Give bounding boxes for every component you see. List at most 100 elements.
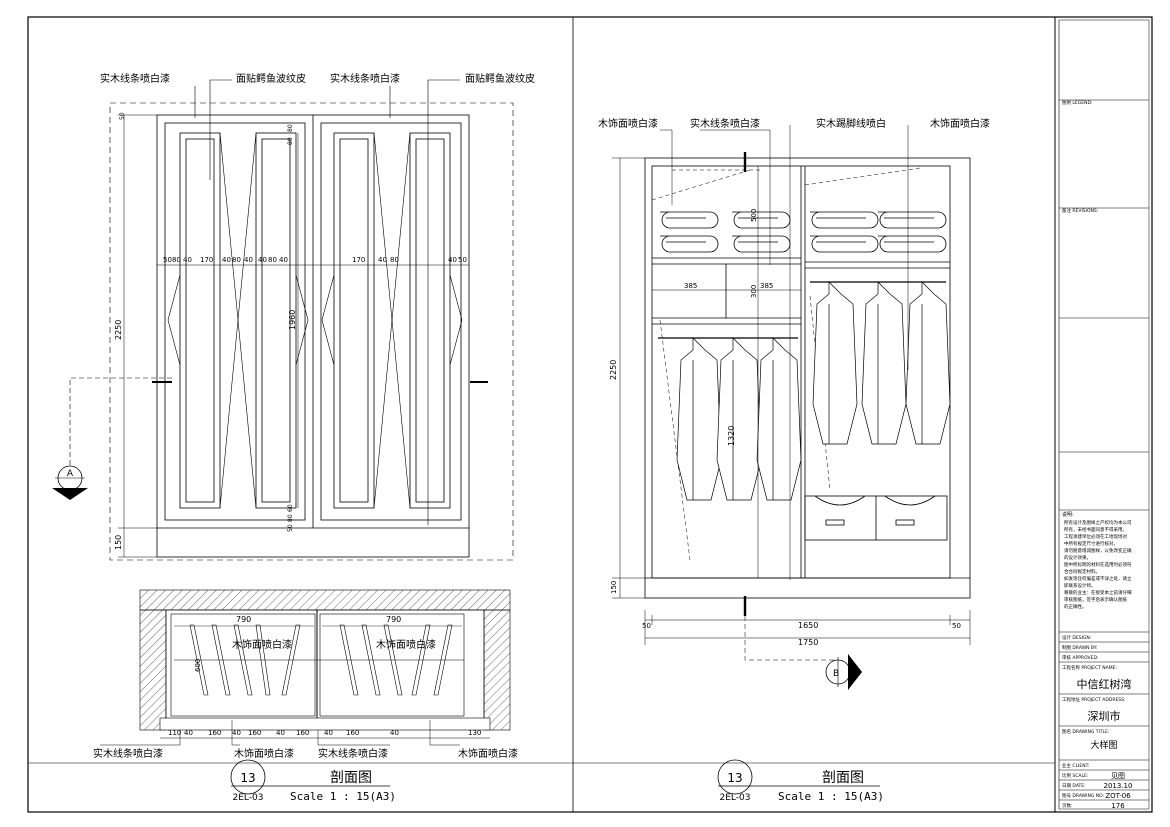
section-marker-a-label: A [67,469,74,479]
svg-text:50: 50 [119,112,126,120]
right-callout-3: 实木踢脚线喷白 [816,117,886,130]
right-side-50a: 50 [642,622,651,630]
left-title-number: 13 [240,771,255,785]
titleblock [1059,19,1150,810]
svg-text:80: 80 [232,256,241,264]
plan-callout-bottom-3: 实木线条喷白漆 [318,747,388,760]
right-height-base: 150 [610,581,618,594]
left-title-name: 剖面图 [330,770,372,786]
left-plan [100,589,511,746]
svg-text:40: 40 [222,256,231,264]
svg-text:40: 40 [183,256,192,264]
right-dim-300: 300 [750,285,758,298]
svg-text:图名 DRAWING TITLE:: 图名 DRAWING TITLE: [1062,728,1109,735]
svg-text:合合同规定材料。: 合合同规定材料。 [1064,568,1100,575]
svg-text:170: 170 [352,256,365,264]
left-dim-bottom-small: 60 80 50 [287,504,294,532]
left-dim-row: 50 80 40 170 40 80 40 40 80 40 170 40 80… [163,256,467,264]
svg-text:图中所标明的材料在选用时必须符: 图中所标明的材料在选用时必须符 [1064,561,1132,568]
hanging-shirts [676,281,951,501]
scale-value: 见图 [1111,772,1125,780]
svg-text:80: 80 [268,256,277,264]
right-height-total: 2250 [609,360,618,380]
drawing-no-value: ZOT-06 [1105,792,1131,800]
svg-text:图例 LEGEND:: 图例 LEGEND: [1062,99,1092,106]
svg-text:80: 80 [287,137,294,145]
plan-callout-inner-1: 木饰面喷白漆 [232,638,292,651]
svg-text:所有设计及图样之产权均为本公司: 所有设计及图样之产权均为本公司 [1064,519,1132,526]
sheet-border [27,16,1153,813]
svg-text:说明:: 说明: [1062,511,1074,518]
right-callout-4: 木饰面喷白漆 [930,117,990,130]
date-value: 2013.10 [1104,782,1133,790]
right-width-total: 1750 [798,638,818,647]
left-callout-4: 面贴鳄鱼波纹皮 [465,72,535,85]
left-callout-2: 面贴鳄鱼波纹皮 [236,72,306,85]
right-title-scale: Scale 1 : 15(A3) [778,790,884,803]
left-title-scale: Scale 1 : 15(A3) [290,790,396,803]
project-address: 深圳市 [1088,709,1121,723]
svg-text:工程地址 PROJECT ADDRESS:: 工程地址 PROJECT ADDRESS: [1062,696,1126,703]
right-width-inner: 1650 [798,621,818,630]
svg-text:审核图纸，签字后表示确认图纸: 审核图纸，签字后表示确认图纸 [1064,596,1127,603]
left-height-mid: 1960 [288,310,297,330]
right-title: 13 2EL-03 剖面图 Scale 1 : 15(A3) [717,759,884,803]
right-dim-500: 500 [750,209,758,222]
svg-text:40: 40 [184,729,193,737]
svg-text:80: 80 [287,124,294,132]
left-dim-top-small: 50 80 80 [119,112,294,145]
svg-text:图号 DRAWING NO:: 图号 DRAWING NO: [1062,793,1104,799]
plan-width-1: 790 [236,615,251,624]
right-leaders [612,125,971,661]
svg-text:40: 40 [276,729,285,737]
svg-text:制图 DRAWN BY:: 制图 DRAWN BY: [1062,644,1097,651]
svg-text:60: 60 [287,504,294,512]
svg-text:比例 SCALE:: 比例 SCALE: [1062,772,1088,779]
svg-text:80: 80 [390,256,399,264]
svg-text:160: 160 [346,729,359,737]
left-elevation [69,79,514,561]
svg-text:尊敬的业主：在接受本之前请仔细: 尊敬的业主：在接受本之前请仔细 [1064,589,1132,596]
right-dim-385-b: 385 [760,282,773,290]
drawing-title: 大样图 [1090,739,1117,751]
right-side-50b: 50 [952,622,961,630]
svg-text:40: 40 [279,256,288,264]
left-title: 13 2EL-03 剖面图 Scale 1 : 15(A3) [230,759,396,803]
svg-text:即联系设计师。: 即联系设计师。 [1064,582,1096,589]
titleblock-text: 图例 LEGEND: 备注 REVISIONS: 说明: 所有设计及图样之产权均… [1062,99,1132,809]
left-title-sheet: 2EL-03 [233,793,264,803]
svg-text:工程承建单位必须在工地现场对: 工程承建单位必须在工地现场对 [1064,533,1127,540]
svg-text:业主 CLIENT:: 业主 CLIENT: [1062,762,1089,769]
right-section [644,157,971,599]
svg-text:40: 40 [244,256,253,264]
svg-text:的正确性。: 的正确性。 [1064,603,1087,610]
svg-text:160: 160 [208,729,221,737]
svg-text:80: 80 [172,256,181,264]
svg-text:110: 110 [168,729,181,737]
plan-callout-bottom-2: 木饰面喷白漆 [234,747,294,760]
right-callout-2: 实木线条喷白漆 [690,117,760,130]
plan-callout-inner-2: 木饰面喷白漆 [376,638,436,651]
svg-text:的设计效果。: 的设计效果。 [1064,554,1091,561]
svg-text:160: 160 [296,729,309,737]
plan-depth: 600 [194,659,202,672]
svg-text:170: 170 [200,256,213,264]
svg-text:备注 REVISIONS:: 备注 REVISIONS: [1062,207,1098,214]
svg-text:设计 DESIGN:: 设计 DESIGN: [1062,634,1091,641]
svg-text:40: 40 [324,729,333,737]
svg-text:80: 80 [287,514,294,522]
svg-text:日期 DATE:: 日期 DATE: [1062,783,1086,789]
right-dim-385-a: 385 [684,282,697,290]
svg-text:所有，未经书面同意不得采用。: 所有，未经书面同意不得采用。 [1064,526,1127,533]
page-value: 176 [1111,802,1125,810]
svg-text:40: 40 [258,256,267,264]
svg-text:工程名称 PROJECT NAME:: 工程名称 PROJECT NAME: [1062,664,1117,671]
right-dim-1320: 1320 [727,426,736,446]
right-title-number: 13 [727,771,742,785]
svg-text:40: 40 [448,256,457,264]
svg-text:如发现任何偏差或不详之处，请立: 如发现任何偏差或不详之处，请立 [1064,575,1132,582]
folded-clothes [660,211,947,253]
plan-dims: 110 40 160 40 160 40 160 40 160 40 130 [168,729,481,737]
